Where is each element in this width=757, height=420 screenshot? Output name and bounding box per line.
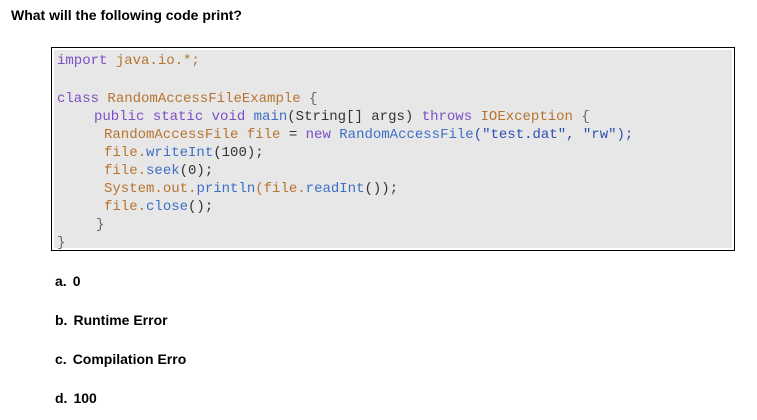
- option-letter: b.: [55, 312, 68, 328]
- option-letter: a.: [55, 273, 67, 289]
- code-line-println: System.out.println(file.readInt());: [104, 180, 398, 198]
- code-token: (100);: [213, 145, 264, 161]
- code-line-close-brace-class: }: [57, 235, 66, 251]
- code-token: (0);: [179, 163, 214, 179]
- code-token: public: [94, 109, 145, 125]
- question-title: What will the following code print?: [11, 7, 242, 23]
- code-token: new: [297, 127, 331, 143]
- answer-option-c[interactable]: c. Compilation Erro: [55, 351, 186, 367]
- code-token: ();: [188, 199, 214, 215]
- code-token: RandomAccessFile: [104, 127, 239, 143]
- code-line-close-brace-method: }: [96, 217, 105, 233]
- code-line-class: class RandomAccessFileExample {: [57, 90, 317, 108]
- code-token: close: [146, 199, 189, 215]
- code-token: static: [144, 109, 204, 125]
- code-token: throws: [413, 109, 473, 125]
- code-token: void: [203, 109, 246, 125]
- code-token: file.: [104, 145, 147, 161]
- code-line-main: public static void main(String[] args) t…: [94, 108, 590, 126]
- code-token: .out.: [154, 181, 197, 197]
- code-token: {: [572, 109, 590, 125]
- code-block: import java.io.*; class RandomAccessFile…: [51, 47, 735, 251]
- code-token: ("test.dat", "rw");: [473, 127, 634, 143]
- code-background: import java.io.*; class RandomAccessFile…: [54, 50, 732, 251]
- answer-option-a[interactable]: a. 0: [55, 273, 80, 289]
- code-token: ());: [364, 181, 399, 197]
- code-token: writeInt: [146, 145, 214, 161]
- code-token: import: [57, 53, 108, 69]
- code-line-write: file.writeInt(100);: [104, 144, 264, 162]
- option-text: Compilation Erro: [72, 351, 187, 367]
- option-text: 0: [72, 273, 81, 289]
- code-line-file-decl: RandomAccessFile file = new RandomAccess…: [104, 126, 633, 144]
- code-token: {: [300, 91, 318, 107]
- code-token: =: [280, 127, 298, 143]
- code-token: IOException: [472, 109, 573, 125]
- option-letter: c.: [55, 351, 67, 367]
- code-line-seek: file.seek(0);: [104, 162, 213, 180]
- option-text: 100: [73, 390, 97, 406]
- code-token: println: [196, 181, 256, 197]
- code-token: file: [238, 127, 281, 143]
- code-token: (String[] args): [287, 109, 414, 125]
- code-token: RandomAccessFileExample: [99, 91, 301, 107]
- code-token: java.io.*;: [107, 53, 200, 69]
- code-token: (file.: [255, 181, 306, 197]
- answer-option-d[interactable]: d. 100: [55, 390, 97, 406]
- code-token: main: [245, 109, 288, 125]
- answer-option-b[interactable]: b. Runtime Error: [55, 312, 168, 328]
- code-line-import: import java.io.*;: [57, 52, 200, 70]
- option-letter: d.: [55, 390, 68, 406]
- code-token: class: [57, 91, 100, 107]
- code-token: file.: [104, 199, 147, 215]
- code-line-close: file.close();: [104, 198, 213, 216]
- code-token: readInt: [305, 181, 365, 197]
- code-token: System: [104, 181, 155, 197]
- code-token: seek: [146, 163, 180, 179]
- code-token: file.: [104, 163, 147, 179]
- option-text: Runtime Error: [73, 312, 168, 328]
- code-token: RandomAccessFile: [330, 127, 474, 143]
